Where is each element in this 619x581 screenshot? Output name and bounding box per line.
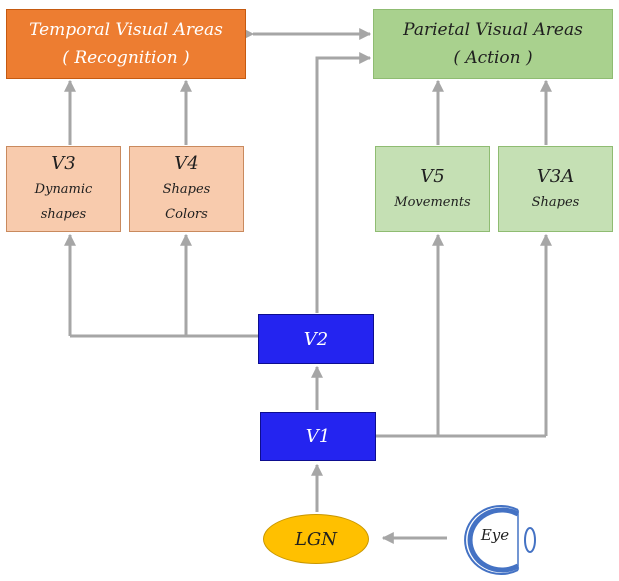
v4-line1: Shapes	[162, 182, 211, 197]
v4-name: V4	[174, 153, 199, 174]
temporal-title: Temporal Visual Areas	[29, 20, 223, 40]
v3a-box: V3A Shapes	[498, 146, 613, 232]
arrow-v2-to-parietal	[315, 52, 372, 313]
v3-line1: Dynamic	[34, 182, 93, 197]
v3-name: V3	[51, 153, 76, 174]
parietal-subtitle: ( Action )	[453, 48, 533, 68]
v3-box: V3 Dynamic shapes	[6, 146, 121, 232]
v3-line2: shapes	[40, 207, 87, 222]
eye-icon	[464, 505, 536, 575]
parietal-title: Parietal Visual Areas	[403, 20, 583, 40]
v5-name: V5	[420, 165, 445, 187]
v1-box: V1	[260, 412, 376, 461]
v2-box: V2	[258, 314, 374, 364]
v5-box: V5 Movements	[375, 146, 490, 232]
eye-label: Eye	[480, 526, 510, 544]
v2-name: V2	[303, 328, 329, 350]
lgn-node: LGN	[263, 514, 369, 564]
v1-name: V1	[305, 426, 331, 447]
temporal-visual-areas-box: Temporal Visual Areas ( Recognition )	[6, 9, 246, 79]
v5-line1: Movements	[394, 194, 471, 210]
v4-box: V4 Shapes Colors	[129, 146, 244, 232]
v4-line2: Colors	[165, 207, 208, 222]
temporal-subtitle: ( Recognition )	[62, 48, 190, 68]
v3a-name: V3A	[536, 165, 575, 187]
v3a-line1: Shapes	[531, 194, 580, 210]
lgn-name: LGN	[294, 528, 338, 550]
parietal-visual-areas-box: Parietal Visual Areas ( Action )	[373, 9, 613, 79]
